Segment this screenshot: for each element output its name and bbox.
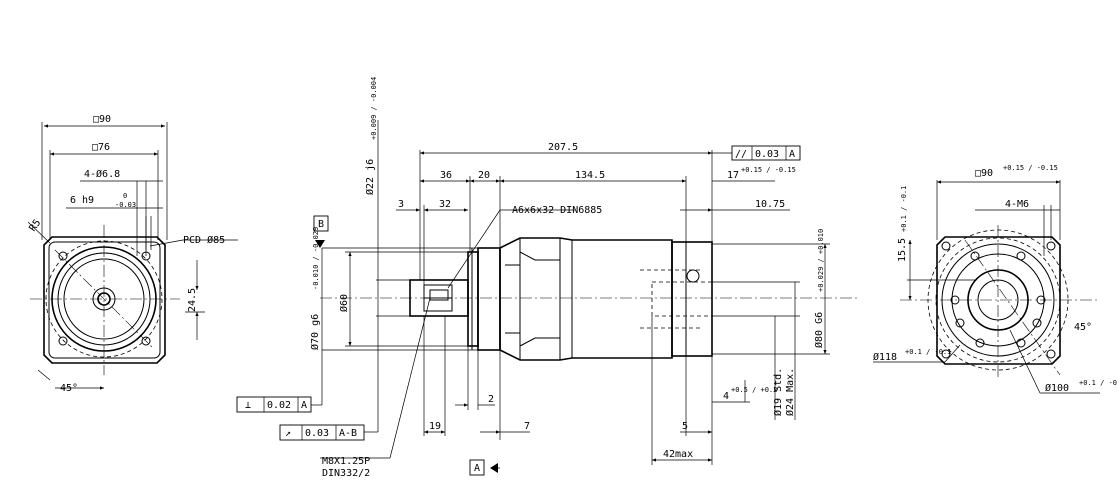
- dim-spigot-dia: Ø60: [338, 294, 350, 312]
- dim-10-75: 10.75: [755, 199, 785, 210]
- dim-5: 5: [682, 421, 688, 432]
- datum-a-box: A: [469, 459, 485, 476]
- thread-label-2: DIN332/2: [322, 468, 370, 479]
- dim-angle-left: 45°: [60, 383, 78, 394]
- datum-b-box: B: [313, 215, 329, 232]
- datum-a-label: A: [474, 463, 480, 474]
- dim-42max: 42max: [663, 449, 693, 460]
- tol-parallel-value: 0.03: [755, 149, 779, 160]
- dim-19: 19: [429, 421, 441, 432]
- dim-right-threads: 4-M6: [1005, 199, 1029, 210]
- tol-perp-value: 0.02: [267, 400, 291, 411]
- tol-parallel-symbol: //: [735, 149, 747, 160]
- dim-right-100: Ø100: [1045, 382, 1069, 394]
- dim-pilot-dia: Ø70 g6: [309, 314, 321, 350]
- dim-body-length: 134.5: [575, 170, 605, 181]
- dim-17-tol: +0.15 / -0.15: [741, 166, 796, 174]
- tol-runout-value: 0.03: [305, 428, 329, 439]
- datum-b-label: B: [318, 219, 324, 230]
- dim-right-118-tol: +0.1 / -0.1: [905, 348, 951, 356]
- dim-motor-tol: +0.029 / +0.010: [817, 229, 825, 292]
- dim-pcd: PCD Ø85: [183, 234, 225, 246]
- dim-flange-length: 36: [440, 170, 452, 181]
- dim-right-15-5: 15.5: [897, 238, 908, 262]
- dim-key-height: 24.5: [187, 288, 198, 312]
- dim-keyway-tol-lower: -0.03: [115, 201, 136, 209]
- dim-keyway: 6 h9: [70, 195, 94, 206]
- tol-perp-symbol: ⊥: [245, 400, 251, 411]
- dim-4: 4: [723, 391, 729, 402]
- dim-right-square: □90: [975, 168, 993, 179]
- dim-shaft-dia: Ø22 j6: [364, 159, 376, 195]
- tolerance-frame-runout: ↗ 0.03 A-B: [279, 424, 378, 441]
- dim-keyway-tol-upper: 0: [123, 192, 127, 200]
- dim-square-76: □76: [92, 142, 110, 153]
- dim-7: 7: [524, 421, 530, 432]
- dim-motor-dia: Ø80 G6: [813, 312, 825, 348]
- tol-runout-symbol: ↗: [285, 428, 291, 439]
- dim-right-15-5-tol: +0.1 / -0.1: [900, 186, 908, 232]
- dim-right-100-tol: +0.1 / -0.1: [1079, 379, 1117, 387]
- tolerance-frame-parallel: // 0.03 A: [712, 145, 801, 161]
- dim-overall-length: 207.5: [548, 142, 578, 153]
- dim-3: 3: [398, 199, 404, 210]
- dim-motor-shaft-max: Ø24 Max.: [784, 368, 796, 416]
- left-view: □90 □76 4-Ø6.8 6 h9 0 -0.03 R5 PCD Ø85 2…: [27, 114, 238, 394]
- dim-shaft-tol: +0.009 / -0.004: [370, 77, 378, 140]
- dim-radius: R5: [27, 218, 43, 234]
- dim-32: 32: [439, 199, 451, 210]
- tolerance-frame-perp: ⊥ 0.02 A: [236, 396, 322, 413]
- tol-runout-datum: A-B: [339, 428, 357, 439]
- right-view: □90 +0.15 / -0.15 4-M6 15.5 +0.1 / -0.1 …: [873, 164, 1117, 394]
- key-label: A6x6x32 DIN6885: [512, 205, 602, 216]
- tol-perp-datum: A: [301, 400, 307, 411]
- dim-right-118: Ø118: [873, 351, 897, 363]
- dim-20: 20: [478, 170, 490, 181]
- dim-2: 2: [488, 394, 494, 405]
- dim-pilot-tol: -0.010 / -0.029: [312, 227, 320, 290]
- thread-label-1: M8X1.25P: [322, 456, 370, 467]
- side-view: // 0.03 A ⊥ 0.02 A ↗ 0.03 A-B B: [236, 77, 860, 479]
- dim-4-tol: +0.5 / +0.2: [731, 386, 777, 394]
- dim-right-angle: 45°: [1074, 322, 1092, 333]
- dim-square-90: □90: [93, 114, 111, 125]
- tol-parallel-datum: A: [789, 149, 795, 160]
- dim-right-square-tol: +0.15 / -0.15: [1003, 164, 1058, 172]
- dim-17: 17: [727, 170, 739, 181]
- dim-motor-shaft-std: Ø19 Std.: [772, 368, 784, 416]
- dim-holes: 4-Ø6.8: [84, 168, 120, 180]
